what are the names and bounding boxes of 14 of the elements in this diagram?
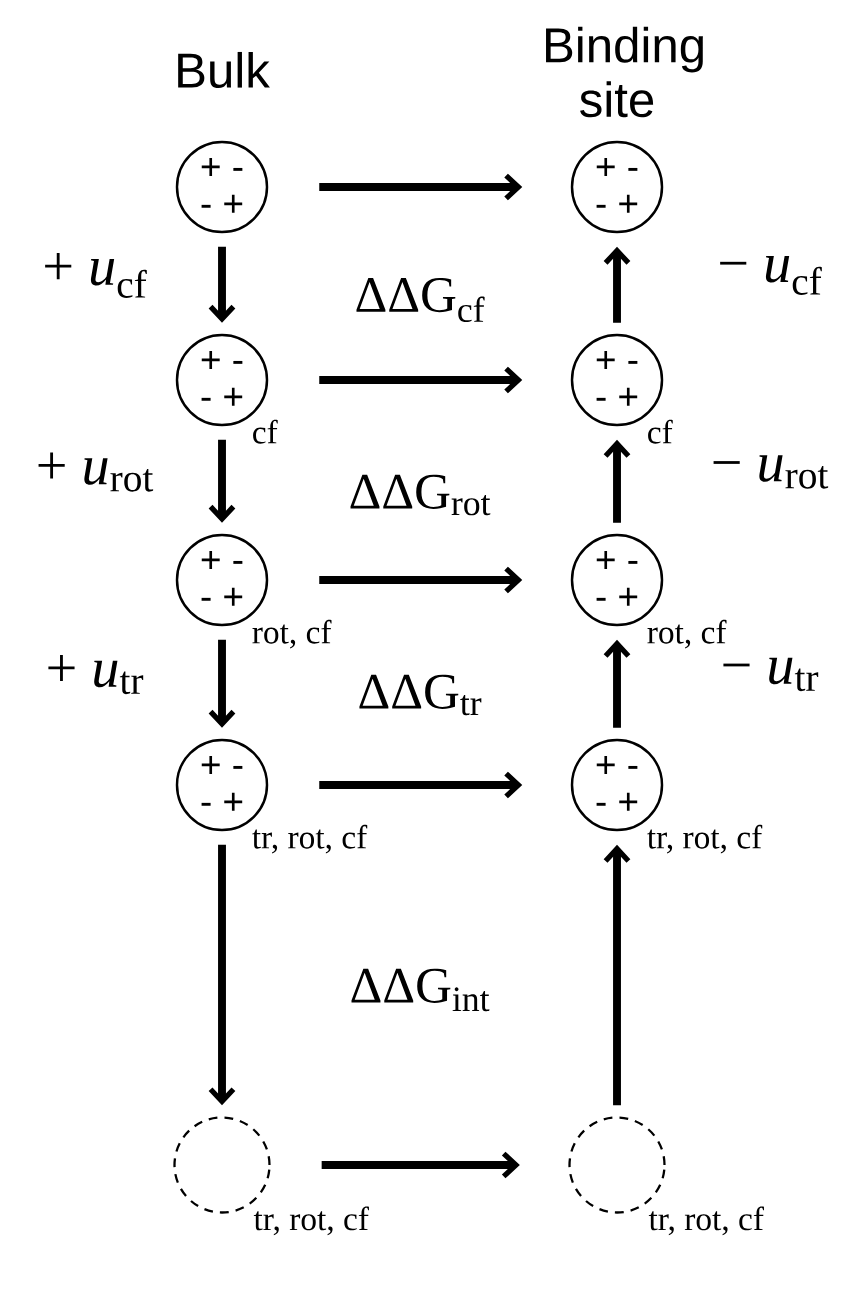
energy-label: ΔΔG$_{cf}$ [356, 277, 485, 323]
energy-label: ΔΔG$_{rot}$ [350, 474, 491, 516]
energy-label: ΔΔG$_{int}$ [351, 968, 490, 1012]
edge-label: + u$_{cf}$ [45, 253, 147, 298]
edge-label: − u$_{tr}$ [723, 657, 819, 692]
edge-label: + u$_{rot}$ [38, 452, 154, 492]
subscript-label: tr, rot, cf [648, 1206, 764, 1236]
edge-label: + u$_{tr}$ [48, 654, 144, 695]
subscript-label: tr, rot, cf [253, 1206, 369, 1236]
column-heading: Bulk [178, 51, 270, 89]
edge-label: − u$_{rot}$ [713, 455, 829, 489]
column-heading: Binding site [546, 26, 703, 118]
energy-label: ΔΔG$_{tr}$ [359, 674, 482, 716]
edge-label: − u$_{cf}$ [720, 256, 822, 295]
